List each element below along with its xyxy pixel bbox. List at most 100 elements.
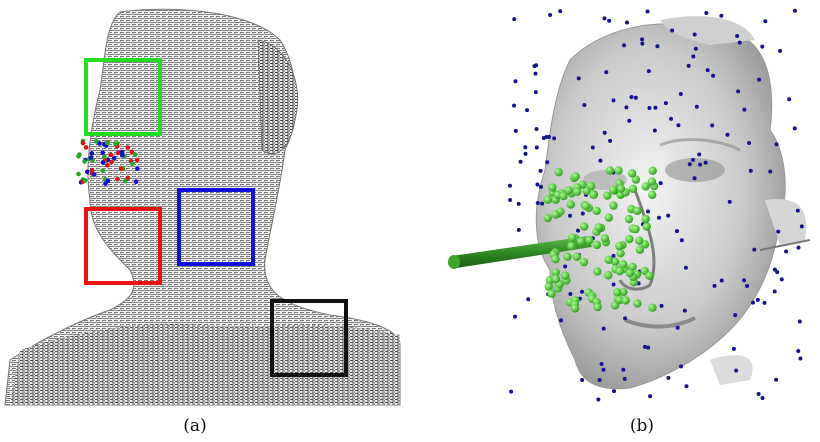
green-point — [618, 260, 628, 269]
cluster-point — [76, 153, 81, 159]
red-box — [84, 207, 162, 285]
green-point — [551, 274, 561, 284]
green-point — [568, 233, 577, 242]
cluster-point — [103, 181, 108, 186]
blue-point — [658, 181, 663, 186]
green-point — [580, 222, 589, 231]
green-point — [567, 241, 576, 251]
green-point — [625, 234, 634, 244]
green-point — [635, 245, 645, 254]
green-point — [551, 268, 560, 277]
blue-point — [745, 284, 750, 289]
blue-point — [534, 145, 539, 150]
blue-point — [623, 316, 628, 321]
blue-point — [678, 92, 683, 97]
blue-point — [692, 176, 697, 181]
blue-point — [523, 145, 528, 150]
point-cloud-image — [4, 8, 401, 406]
blue-point — [698, 162, 703, 167]
blue-point — [756, 391, 761, 396]
blue-point — [763, 19, 768, 24]
blue-point — [719, 278, 724, 283]
cluster-point — [100, 168, 106, 173]
blue-point — [508, 183, 513, 188]
blue-point — [608, 138, 613, 143]
green-point — [593, 267, 602, 276]
cluster-point — [84, 169, 90, 175]
panel-a — [0, 0, 410, 410]
blue-point — [797, 319, 802, 324]
blue-point — [663, 101, 668, 106]
blue-point — [653, 105, 658, 110]
blue-point — [768, 169, 773, 174]
blue-point — [518, 159, 523, 164]
cluster-point — [130, 161, 135, 167]
cluster-point — [97, 141, 102, 146]
cluster-point — [115, 176, 120, 182]
blue-point — [792, 126, 797, 131]
cluster-point — [122, 178, 128, 184]
green-point — [603, 191, 612, 200]
blue-point — [624, 105, 629, 110]
blue-point — [735, 34, 740, 39]
blue-point — [734, 368, 739, 373]
blue-point — [611, 253, 616, 258]
green-point — [581, 201, 591, 211]
cluster-point — [104, 140, 110, 146]
blue-point — [509, 389, 514, 394]
cluster-point — [100, 150, 105, 156]
green-point — [566, 200, 576, 209]
caption-b: (b) — [629, 416, 655, 436]
blue-point — [622, 43, 627, 48]
cluster-point — [125, 145, 131, 150]
blue-point — [796, 245, 801, 250]
blue-point — [755, 297, 760, 302]
cluster-point — [93, 139, 99, 144]
blue-point — [513, 79, 518, 84]
blue-point — [687, 162, 692, 167]
cluster-point — [135, 166, 140, 171]
green-point — [616, 249, 625, 258]
blue-point — [760, 44, 765, 49]
blue-point — [611, 98, 616, 103]
blue-point — [674, 229, 679, 234]
blue-point — [633, 95, 638, 100]
green-point — [631, 175, 641, 184]
green-point — [610, 257, 620, 266]
blue-point — [602, 16, 607, 21]
blue-point — [648, 394, 653, 399]
blue-point — [576, 76, 581, 81]
green-point — [594, 223, 603, 232]
blue-point — [704, 11, 709, 16]
blue-point — [552, 136, 557, 141]
blue-point — [576, 228, 581, 233]
blue-point — [582, 103, 587, 108]
cluster-point — [118, 166, 124, 172]
green-point — [593, 302, 602, 312]
blue-point — [692, 32, 697, 37]
green-point — [544, 282, 553, 291]
blue-point — [669, 116, 674, 121]
blue-point — [599, 361, 604, 366]
green-point — [570, 304, 580, 313]
blue-point — [627, 118, 632, 123]
cluster-point — [109, 159, 114, 165]
blue-point — [646, 209, 651, 214]
blue-point — [779, 277, 784, 282]
blue-point — [679, 238, 684, 243]
cluster-point — [89, 167, 95, 173]
blue-point — [725, 132, 730, 137]
point-cluster — [76, 138, 140, 186]
blue-point — [621, 367, 626, 372]
blue-point — [742, 278, 747, 283]
blue-point — [604, 70, 609, 75]
blue-point — [748, 168, 753, 173]
green-point — [625, 268, 635, 278]
blue-point — [719, 13, 724, 18]
cluster-point — [105, 162, 110, 168]
blue-point — [526, 297, 531, 302]
green-point — [641, 182, 650, 191]
blue-point — [516, 201, 521, 206]
blue-point — [656, 215, 661, 220]
blue-point — [772, 289, 777, 294]
